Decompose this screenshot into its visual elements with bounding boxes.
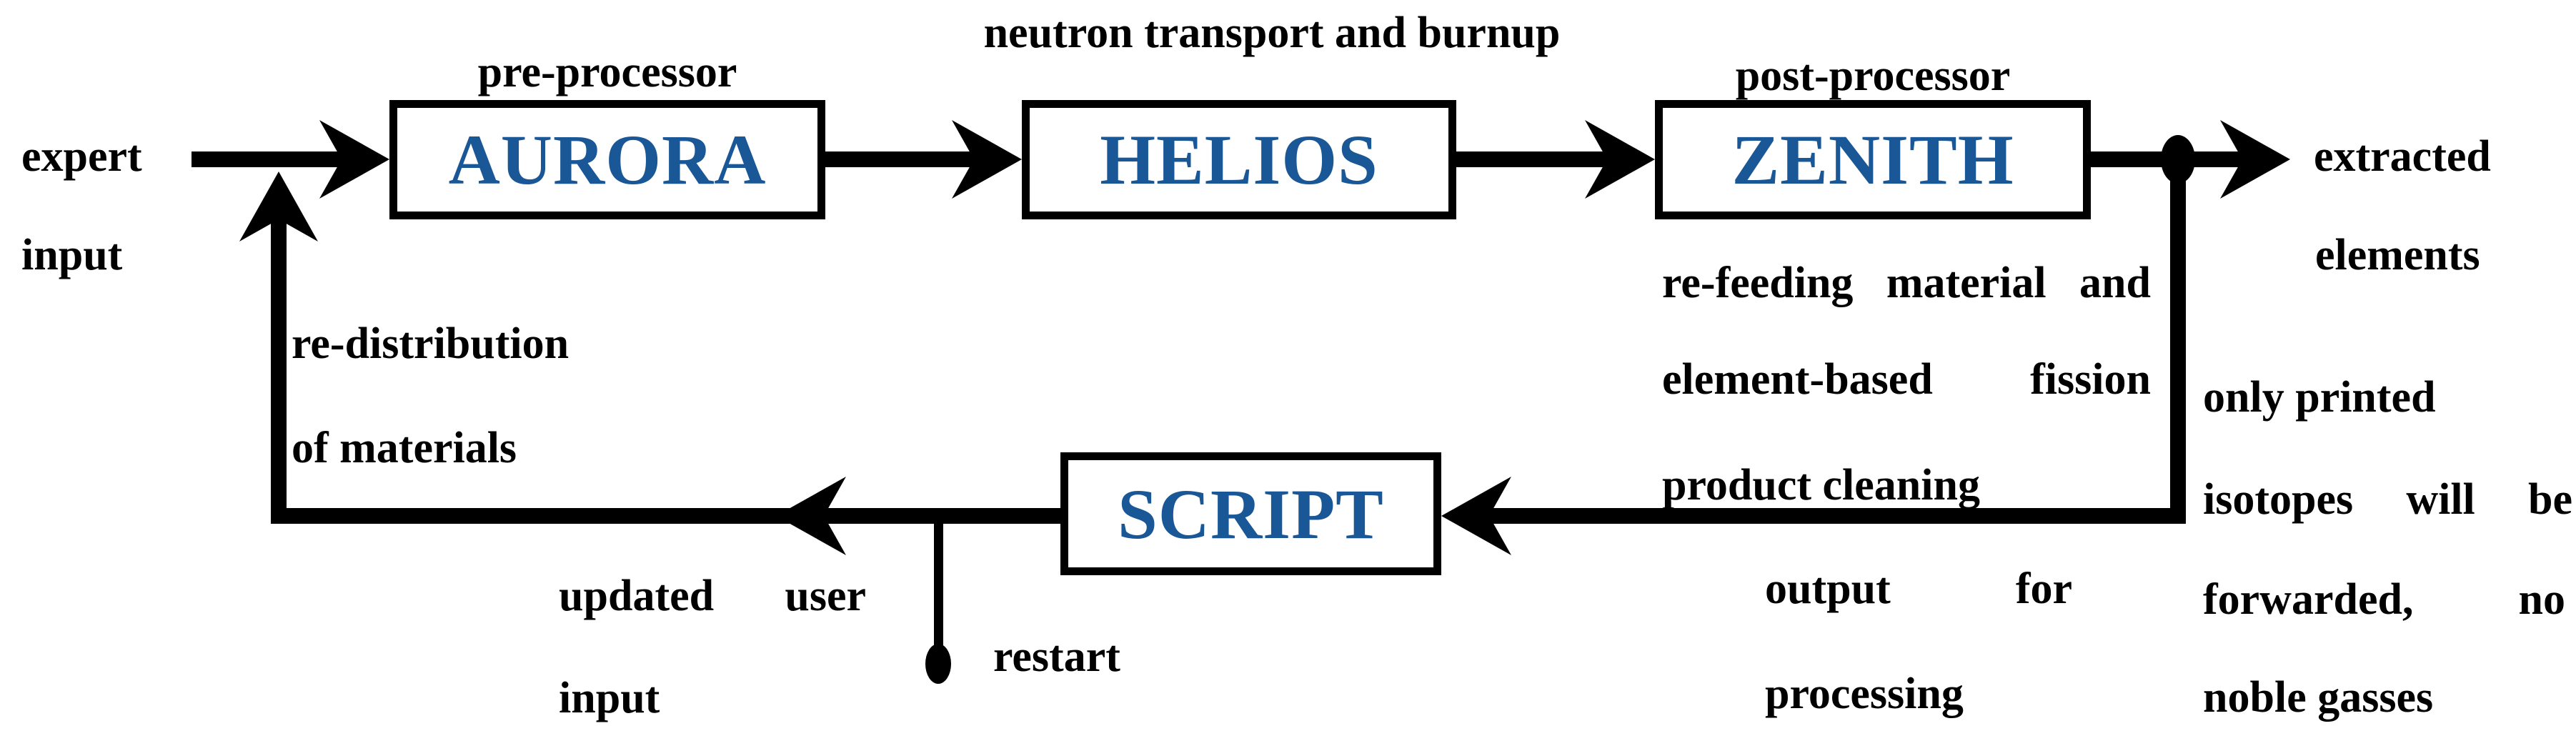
refeeding-label-line2: element-based fission: [1662, 355, 2151, 404]
forwarding-note-line3: forwarded, no: [2203, 575, 2565, 624]
restart-dot: [925, 644, 951, 684]
refeeding-label-line3: product cleaning: [1662, 461, 1980, 509]
post-processor-label: post-processor: [1735, 51, 2011, 100]
arrow-helios-to-zenith-line: [1456, 151, 1607, 167]
aurora-label: AURORA: [448, 120, 767, 199]
forwarding-note-line2: isotopes will be: [2203, 475, 2572, 524]
arrow-expert-to-aurora-head: [319, 120, 389, 199]
extracted-elements-label-line2: elements: [2315, 231, 2480, 279]
feedback-line-up: [271, 212, 287, 524]
zenith-box: ZENITH: [1655, 100, 2091, 219]
forwarding-note-line4: noble gasses: [2203, 673, 2434, 722]
arrow-aurora-to-helios-line: [825, 151, 974, 167]
arrow-zenith-to-extracted-head: [2220, 120, 2290, 199]
redistribution-label-line2: of materials: [292, 424, 517, 472]
output-processing-label-line2: processing: [1765, 670, 1964, 718]
neutron-transport-label: neutron transport and burnup: [983, 9, 1561, 57]
updated-user-label-line1: updated user: [559, 572, 866, 620]
restart-label: restart: [993, 632, 1120, 681]
output-processing-label-line1: output for: [1765, 565, 2072, 613]
arrow-helios-to-zenith-head: [1585, 120, 1655, 199]
aurora-box: AURORA: [389, 100, 825, 219]
zenith-label: ZENITH: [1731, 120, 2014, 199]
arrow-aurora-to-helios-head: [952, 120, 1022, 199]
extracted-elements-label-line1: extracted: [2314, 132, 2491, 181]
redistribution-label-line1: re-distribution: [292, 319, 570, 368]
arrow-feedback-up-head: [239, 171, 318, 242]
script-label: SCRIPT: [1118, 474, 1384, 554]
script-box: SCRIPT: [1060, 452, 1441, 575]
feedback-line-down: [2170, 159, 2186, 524]
arrow-feedback-left-head: [776, 477, 846, 555]
expert-input-label-line1: expert: [21, 132, 142, 181]
helios-label: HELIOS: [1100, 120, 1378, 199]
helios-box: HELIOS: [1022, 100, 1456, 219]
arrow-into-script-head: [1441, 477, 1511, 555]
arrow-expert-to-aurora-line: [192, 151, 342, 167]
refeeding-label-line1: re-feeding material and: [1662, 259, 2151, 307]
pre-processor-label: pre-processor: [477, 48, 737, 96]
forwarding-note-line1: only printed: [2203, 373, 2436, 422]
feedback-line-to-script: [1467, 508, 2186, 524]
feedback-line-from-script: [271, 508, 1060, 524]
updated-user-label-line2: input: [559, 674, 660, 722]
expert-input-label-line2: input: [21, 231, 123, 279]
restart-stub-line: [934, 516, 943, 648]
